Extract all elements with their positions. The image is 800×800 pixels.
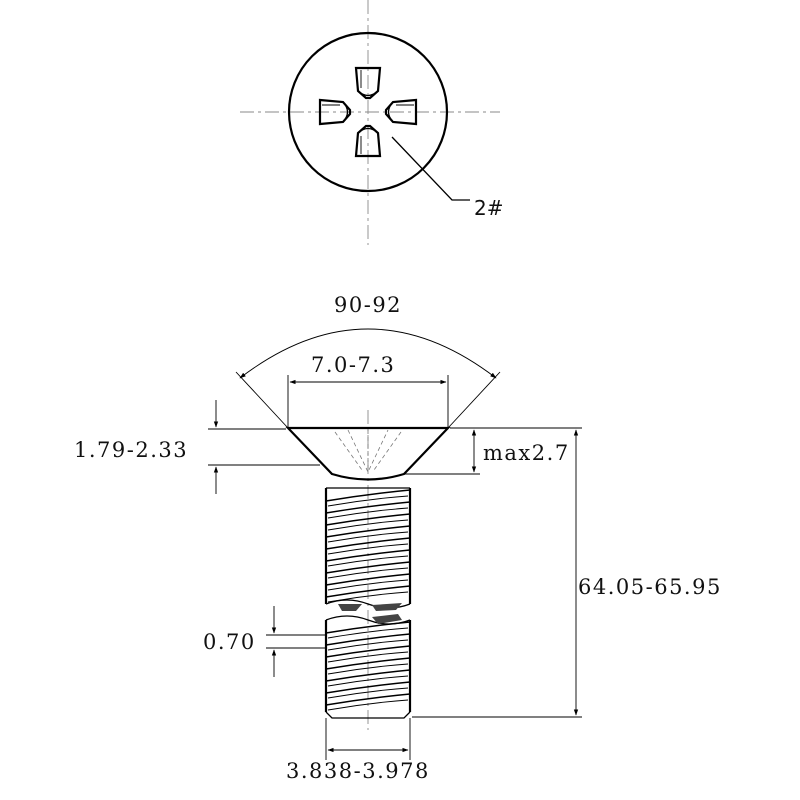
drive-callout-leader — [391, 136, 470, 201]
head-edge-height-dimension: 1.79-2.33 — [74, 400, 320, 494]
thread-root — [327, 579, 409, 591]
thread-root — [327, 555, 409, 567]
head-angle-label: 90-92 — [334, 293, 402, 317]
thread-crest — [325, 621, 411, 634]
head-edge-height-label: 1.79-2.33 — [74, 438, 188, 462]
thread-root — [327, 531, 409, 543]
major-diameter-dimension: 3.838-3.978 — [286, 718, 430, 783]
thread-root — [327, 627, 409, 639]
overall-length-dimension: 64.05-65.95 — [412, 427, 722, 718]
head-diameter-dimension: 7.0-7.3 — [287, 353, 449, 428]
thread-root — [327, 519, 409, 531]
head-angle-dimension: 90-92 — [235, 293, 501, 429]
head-top-view: 2# — [240, 0, 503, 245]
major-diameter-label: 3.838-3.978 — [286, 759, 430, 783]
thread-crest — [325, 669, 411, 682]
thread-crest — [325, 645, 411, 658]
thread-crest — [325, 681, 411, 694]
thread-crest — [325, 489, 411, 502]
drive-size-callout: 2# — [474, 196, 503, 220]
screw-side-view — [285, 410, 451, 730]
thread-root — [327, 507, 409, 519]
thread-root — [327, 663, 409, 675]
thread-root — [327, 675, 409, 687]
drive-recess-hidden-lines — [334, 429, 402, 473]
thread-crest — [325, 549, 411, 562]
thread-crest — [325, 633, 411, 646]
thread-crest — [325, 561, 411, 574]
lower-thread-section — [324, 614, 412, 719]
overall-length-label: 64.05-65.95 — [578, 575, 722, 599]
thread-crest — [325, 693, 411, 706]
thread-root — [327, 495, 409, 507]
thread-pitch-dimension: 0.70 — [203, 606, 326, 677]
thread-crest — [325, 585, 411, 598]
thread-crest — [325, 501, 411, 514]
thread-root — [327, 699, 409, 711]
head-outline-circle — [287, 31, 449, 193]
thread-root — [327, 687, 409, 699]
thread-crest — [325, 525, 411, 538]
upper-thread-section — [324, 487, 412, 611]
thread-root — [327, 651, 409, 663]
thread-root — [327, 543, 409, 555]
thread-crest — [325, 657, 411, 670]
thread-root — [327, 639, 409, 651]
head-height-label: max2.7 — [483, 441, 570, 465]
thread-crest — [325, 573, 411, 586]
phillips-drive-recess-icon — [318, 66, 418, 158]
thread-root — [327, 567, 409, 579]
head-height-dimension: max2.7 — [404, 427, 570, 475]
thread-crest — [325, 513, 411, 526]
countersunk-head — [285, 426, 451, 481]
thread-pitch-label: 0.70 — [203, 630, 256, 654]
head-diameter-label: 7.0-7.3 — [311, 353, 395, 377]
thread-crest — [325, 537, 411, 550]
